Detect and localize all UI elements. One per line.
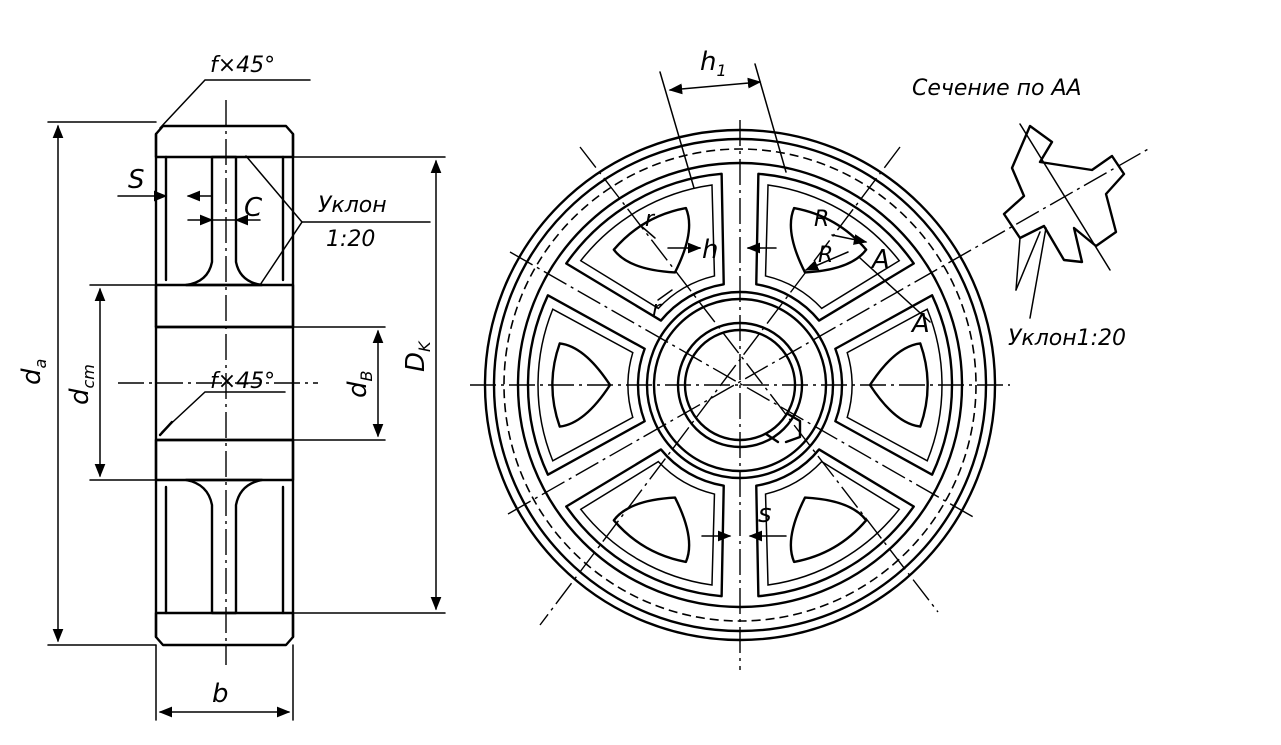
section-aa: Сечение по АА Уклон1:20 (912, 76, 1126, 351)
lightening-hole (789, 206, 868, 274)
web-window (565, 448, 725, 598)
svg-text:dcm: dcm (65, 364, 98, 405)
web-top-hatch (184, 155, 264, 287)
rim-top-hatch (154, 124, 295, 159)
lightening-hole (789, 496, 868, 564)
A-top-label: A (870, 245, 890, 275)
chamfer-top-label: f×45° (210, 53, 275, 78)
section-cross-shape (1002, 124, 1126, 264)
web-window-inner (537, 308, 634, 462)
rim-bottom-hatch (154, 611, 295, 647)
web-window (526, 294, 646, 476)
d-k-label: DK (401, 340, 434, 372)
svg-text:DK: DK (401, 340, 434, 372)
lightening-hole (612, 496, 691, 564)
hub-bottom-hatch (154, 438, 295, 482)
web-window-inner (764, 184, 901, 310)
r-top-label: r (645, 207, 656, 232)
web-thickness-label: S (128, 165, 145, 195)
h1-label: h1 (700, 47, 727, 80)
R-outer-label: R (814, 207, 829, 232)
slope-label-1: Уклон (318, 193, 387, 218)
slope-label-2: 1:20 (326, 227, 375, 252)
web-bottom-hatch (184, 478, 264, 615)
rib-c-label: C (244, 193, 263, 223)
r-bottom-label: r (652, 297, 663, 322)
svg-text:da: da (17, 359, 50, 385)
web-window-inner (579, 460, 716, 586)
b-label: b (212, 679, 229, 709)
web-window (565, 172, 725, 322)
lightening-hole (551, 342, 612, 428)
R-inner-label: R (818, 243, 833, 268)
A-mid-label: A (910, 309, 930, 339)
lightening-hole (868, 342, 929, 428)
front-view: h1 h r r R R A A s (470, 47, 1151, 670)
d-v-label: dB (343, 371, 376, 399)
section-title: Сечение по АА (912, 76, 1082, 101)
web-window (755, 172, 915, 322)
web-windows (526, 172, 954, 598)
d-a-label: da (17, 359, 50, 385)
h-label: h (702, 235, 718, 265)
d-st-label: dcm (65, 364, 98, 405)
web-window-inner (579, 184, 716, 310)
lightening-hole (612, 206, 691, 274)
web-window-inner (764, 460, 901, 586)
side-view: f×45° f×45° S C Уклон 1:20 da dcm dB DK … (17, 53, 446, 721)
hub-top-hatch (154, 283, 295, 329)
svg-text:dB: dB (343, 371, 376, 399)
web-window (755, 448, 915, 598)
web-window-inner (846, 308, 943, 462)
chamfer-hub-label: f×45° (210, 369, 275, 394)
web-window (834, 294, 954, 476)
s-bottom-label: s (758, 499, 772, 529)
section-slope-label: Уклон1:20 (1008, 326, 1126, 351)
